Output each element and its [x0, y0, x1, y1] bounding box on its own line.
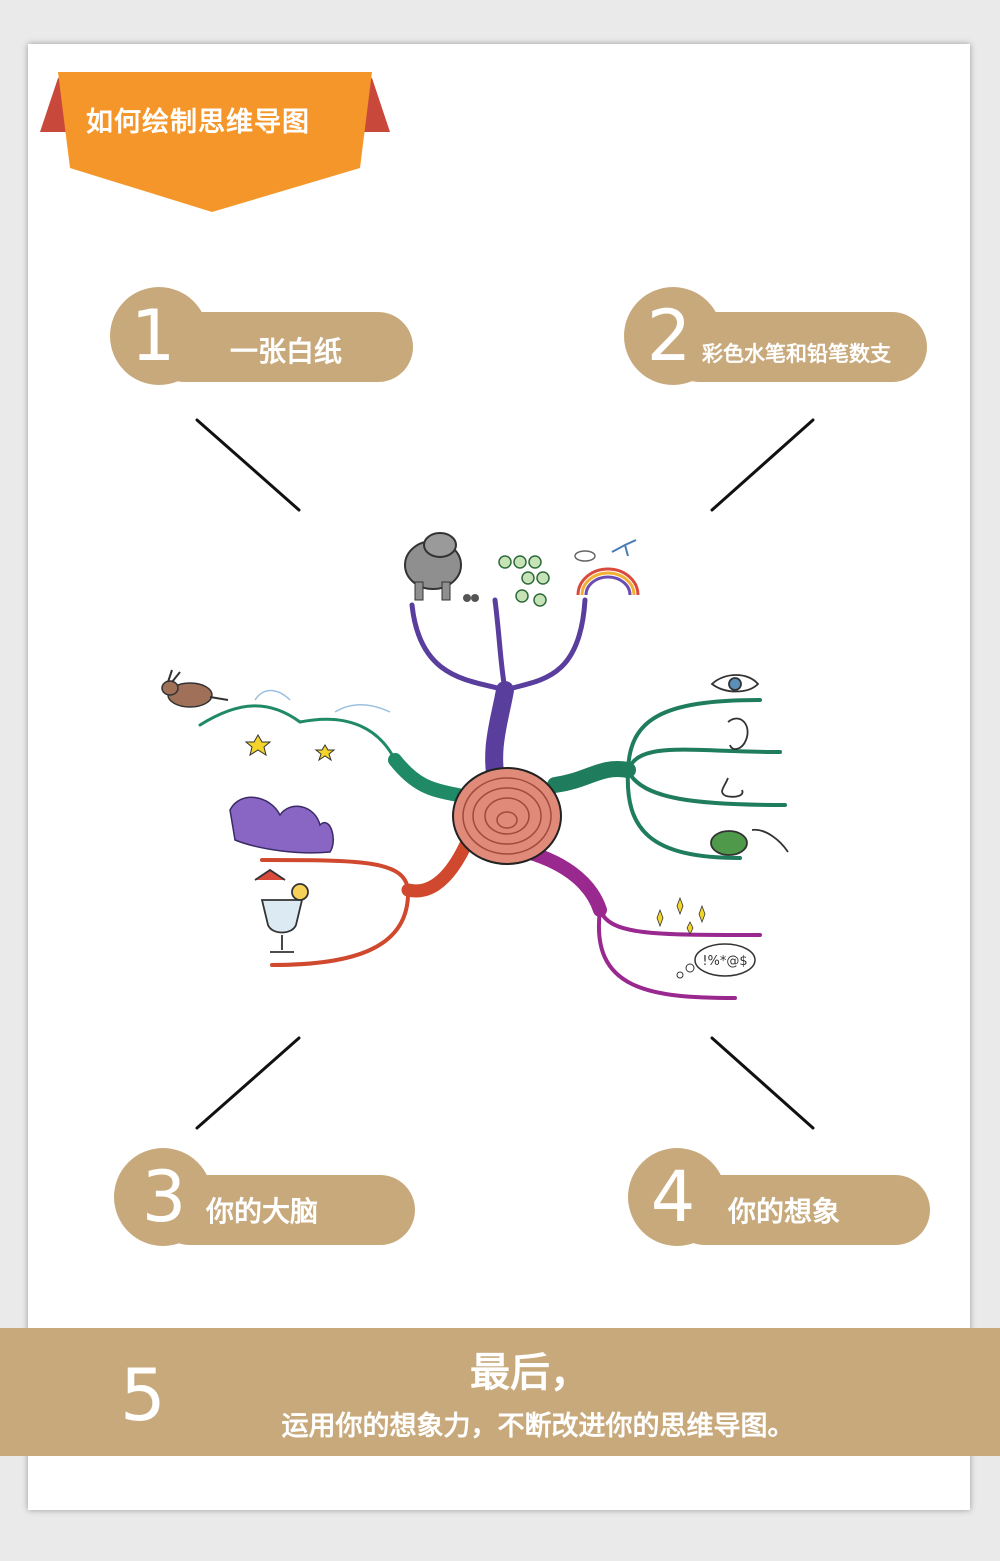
left-branch [198, 704, 465, 802]
drink-image [254, 868, 309, 953]
step-2-number: 2 [646, 295, 692, 377]
step-1-number: 1 [130, 295, 176, 377]
step-2-badge [624, 287, 722, 385]
mind-map-illustration: !%*@$ [161, 418, 815, 1130]
senses-images [710, 674, 789, 856]
step-4-badge [628, 1148, 726, 1246]
step-3-number: 3 [141, 1156, 187, 1238]
final-step-bar [0, 1328, 1000, 1456]
hippo-image [404, 532, 479, 602]
step-4-number: 4 [650, 1156, 696, 1238]
title-ribbon [40, 72, 390, 212]
rainbow-image [574, 539, 640, 596]
final-step-title: 最后， [470, 1350, 590, 1396]
stars-image [244, 733, 336, 762]
right-branch [547, 698, 787, 860]
rabbit-image [161, 669, 229, 708]
symbols-text: !%*@$ [702, 954, 747, 969]
step-4-label: 你的想象 [728, 1195, 841, 1228]
page-title: 如何绘制思维导图 [86, 107, 310, 138]
top-branch [409, 597, 588, 799]
connector-lines [195, 418, 815, 1130]
final-step-number: 5 [120, 1353, 166, 1437]
numbers-chain-image [498, 555, 550, 607]
imagination-images: !%*@$ [656, 896, 756, 979]
lower-left-branch [260, 833, 475, 967]
step-1-badge [110, 287, 208, 385]
waves-image [229, 796, 334, 854]
final-step-subtitle: 运用你的想象力，不断改进你的思维导图。 [281, 1411, 795, 1442]
step-2-label: 彩色水笔和铅笔数支 [702, 342, 891, 366]
step-1-label: 一张白纸 [230, 335, 343, 368]
jump-trail [254, 689, 391, 713]
step-3-badge [114, 1148, 212, 1246]
step-3-label: 你的大脑 [206, 1195, 319, 1228]
central-image [452, 767, 562, 865]
